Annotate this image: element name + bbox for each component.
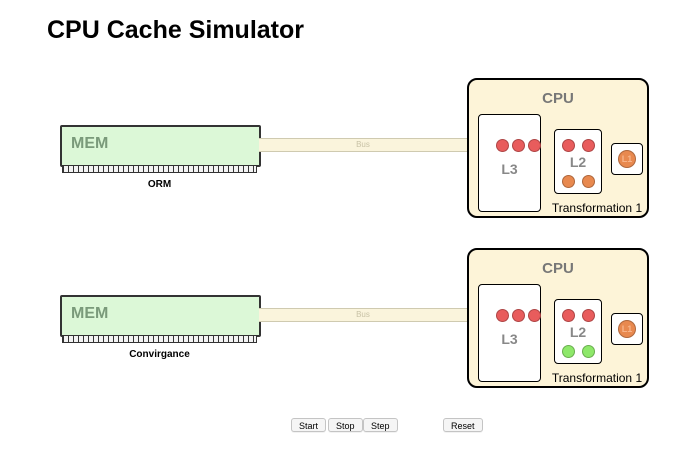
memory-module: MEM	[60, 125, 261, 167]
l1-cache: L1	[611, 313, 643, 345]
l2-cache: L2	[554, 129, 602, 194]
cache-line	[512, 139, 525, 152]
cache-line	[582, 345, 595, 358]
cpu: CPU L3 L2 L1 Transformation 1	[467, 78, 649, 218]
memory-name: ORM	[147, 179, 172, 190]
cache-line	[582, 175, 595, 188]
cpu: CPU L3 L2 L1 Transformation 1	[467, 248, 649, 388]
transformation-label: Transformation 1	[551, 201, 643, 215]
memory-name: Convirgance	[129, 349, 190, 360]
l3-label: L3	[501, 161, 518, 177]
bus: Bus	[259, 138, 467, 152]
l1-label: L1	[618, 320, 636, 338]
bus-label: Bus	[356, 310, 370, 319]
l3-cache: L3	[478, 114, 541, 212]
stop-button[interactable]: Stop	[328, 418, 363, 432]
cpu-label: CPU	[542, 90, 574, 107]
memory-label: MEM	[71, 305, 109, 322]
l1-label: L1	[618, 150, 636, 168]
cache-line	[562, 309, 575, 322]
cache-line	[512, 309, 525, 322]
l3-label: L3	[501, 331, 518, 347]
cache-line	[496, 309, 509, 322]
start-button[interactable]: Start	[291, 418, 327, 432]
cache-line	[562, 345, 575, 358]
l2-label: L2	[569, 324, 587, 340]
cache-line	[582, 309, 595, 322]
step-button[interactable]: Step	[363, 418, 398, 432]
l1-cache: L1	[611, 143, 643, 175]
memory-module: MEM	[60, 295, 261, 337]
memory-pins	[62, 336, 257, 343]
cache-line	[528, 309, 541, 322]
l3-cache: L3	[478, 284, 541, 382]
page-title: CPU Cache Simulator	[47, 16, 305, 44]
transformation-label: Transformation 1	[551, 371, 643, 385]
cache-line	[562, 139, 575, 152]
bus-label: Bus	[356, 140, 370, 149]
cache-line	[528, 139, 541, 152]
simulator-orm: MEM ORM Bus CPU L3 L2 L1 Transformation …	[0, 0, 690, 218]
cache-line	[562, 175, 575, 188]
cache-line	[496, 139, 509, 152]
memory-label: MEM	[71, 135, 109, 152]
memory-pins	[62, 166, 257, 173]
simulator-convirgance: MEM Convirgance Bus CPU L3 L2 L1 Transfo…	[0, 0, 690, 388]
cache-line	[582, 139, 595, 152]
bus: Bus	[259, 308, 467, 322]
l2-cache: L2	[554, 299, 602, 364]
reset-button[interactable]: Reset	[443, 418, 483, 432]
cpu-label: CPU	[542, 260, 574, 277]
l2-label: L2	[569, 154, 587, 170]
